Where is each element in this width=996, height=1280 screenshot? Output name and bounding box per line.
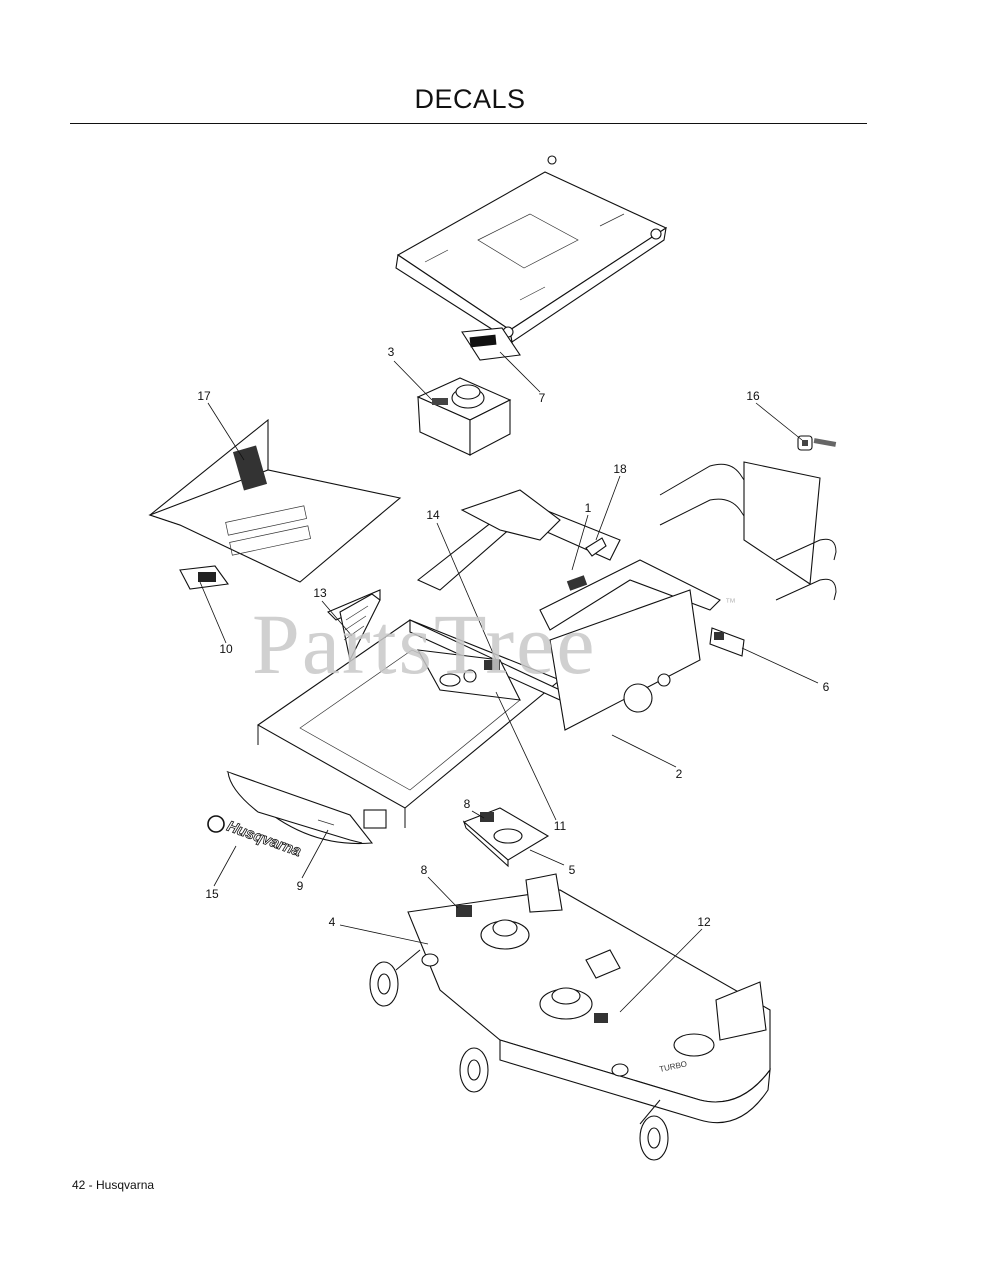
mower-deck: TURBO: [369, 873, 771, 1161]
decal-13: [339, 593, 381, 662]
watermark: PartsTree: [252, 596, 597, 692]
callout-16: 16: [746, 389, 760, 403]
callout-10: 10: [219, 642, 233, 656]
rops-bars: [659, 461, 837, 657]
belt-shield: [462, 807, 550, 868]
callout-18: 18: [613, 462, 627, 476]
callout-15: 15: [205, 887, 219, 901]
callout-11: 11: [554, 819, 567, 833]
callout-3: 3: [388, 345, 395, 359]
callout-17: 17: [197, 389, 211, 403]
seat-pan: [395, 155, 668, 344]
callout-9: 9: [297, 879, 304, 893]
callout-7: 7: [539, 391, 546, 405]
front-cover: [226, 770, 374, 845]
callout-8b: 8: [421, 863, 428, 877]
left-panel: [148, 418, 402, 590]
page-title: DECALS: [414, 84, 526, 114]
callout-8a: 8: [464, 797, 471, 811]
main-frame: [256, 489, 721, 829]
page-footer: 42 - Husqvarna: [72, 1178, 155, 1192]
callout-4: 4: [329, 915, 336, 929]
fuel-tank: [416, 377, 512, 456]
callout-14: 14: [426, 508, 440, 522]
leader-lines: [199, 351, 819, 1013]
callout-13: 13: [313, 586, 327, 600]
callout-5: 5: [569, 863, 576, 877]
title-rule: [70, 123, 867, 124]
callout-6: 6: [823, 680, 830, 694]
callout-labels: 1 2 3 4 5 6 7 8 8 9 10 11 12 13 14 15 16…: [197, 345, 829, 929]
callout-2: 2: [676, 767, 683, 781]
decal-16: [797, 435, 837, 451]
watermark-tm: ™: [725, 597, 736, 609]
callout-12: 12: [697, 915, 711, 929]
decal-7: [461, 327, 521, 361]
callout-1: 1: [585, 501, 592, 515]
